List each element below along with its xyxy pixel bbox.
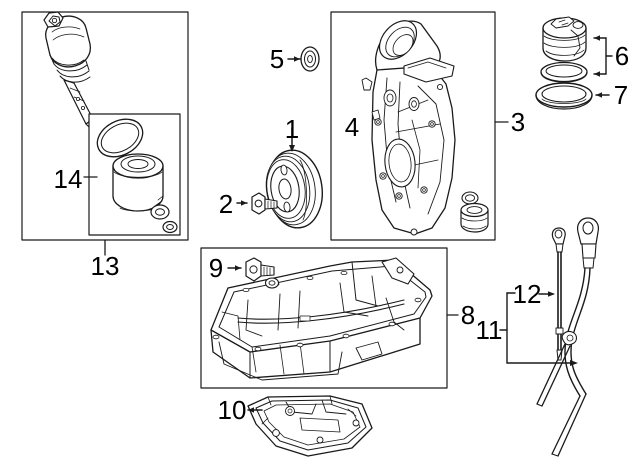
arrow-2 xyxy=(241,200,247,206)
callout-9: 9 xyxy=(209,253,223,283)
filter-element-cartridge xyxy=(112,153,164,212)
arrow-12 xyxy=(548,291,555,297)
arrow-6-top xyxy=(594,35,600,41)
cover-oring-small xyxy=(461,191,479,205)
filter-kit-small-oring-1 xyxy=(150,204,170,220)
callout-7: 7 xyxy=(614,80,628,110)
cover-plug-bushing xyxy=(460,202,489,233)
arrow-6-bottom xyxy=(594,71,600,77)
callout-10: 10 xyxy=(218,395,247,425)
callout-5: 5 xyxy=(270,44,284,74)
timing-cover xyxy=(361,20,456,236)
arrow-11 xyxy=(570,360,578,366)
callout-14: 14 xyxy=(54,164,83,194)
oil-pan-lower xyxy=(247,395,373,457)
arrow-9 xyxy=(235,265,241,271)
arrow-7 xyxy=(596,92,602,98)
oil-filler-cap xyxy=(542,16,587,62)
crankshaft-pulley-bolt xyxy=(251,192,278,215)
arrow-10 xyxy=(248,407,254,413)
dipstick-tube xyxy=(536,217,600,457)
callout-1: 1 xyxy=(285,114,299,144)
callout-3: 3 xyxy=(511,107,525,137)
drain-plug-washer xyxy=(264,277,280,289)
oil-filler-cap-oring xyxy=(540,61,588,83)
oil-filler-neck-gasket xyxy=(535,82,593,110)
callout-4: 4 xyxy=(345,112,359,142)
callout-12: 12 xyxy=(513,279,542,309)
arrow-5 xyxy=(294,56,300,62)
seal-washer xyxy=(300,46,320,72)
callout-8: 8 xyxy=(461,300,475,330)
filter-kit-small-oring-2 xyxy=(162,220,178,234)
callout-11: 11 xyxy=(476,315,503,345)
drain-plug xyxy=(245,257,275,282)
arrow-1 xyxy=(289,145,295,152)
callout-2: 2 xyxy=(219,189,233,219)
filter-kit-large-oring xyxy=(96,118,144,158)
callout-6: 6 xyxy=(615,41,629,71)
callout-13: 13 xyxy=(91,251,120,281)
